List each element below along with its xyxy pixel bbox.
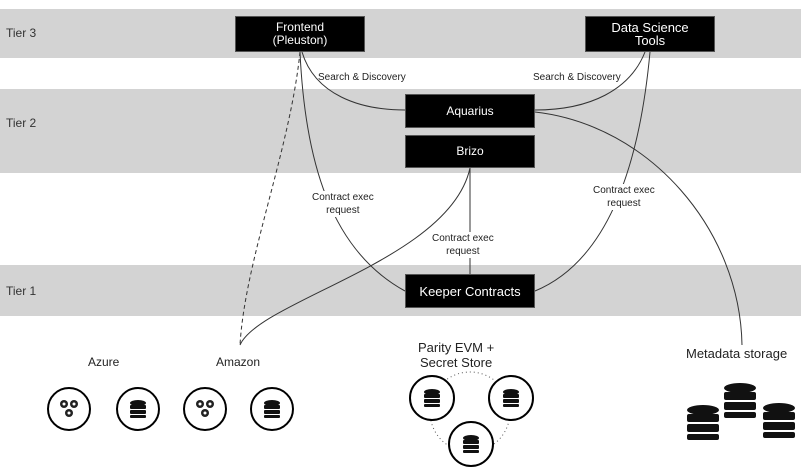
contract-exec-mid-label: Contract exec request [432,232,494,258]
metadata-storage-databases [687,383,795,440]
parity-node-left [409,375,455,421]
tier1-label: Tier 1 [6,284,37,298]
amazon-compute-node [183,387,227,431]
database-icon [424,389,440,407]
gears-icon [60,400,78,417]
tier3-label: Tier 3 [6,26,37,40]
contract-exec-left-label: Contract exec request [312,191,374,217]
amazon-storage-node [250,387,294,431]
database-icon [130,400,146,418]
edge-datascience-keeper [534,51,651,292]
database-icon [763,403,795,438]
amazon-label: Amazon [216,355,261,369]
metadata-storage-label: Metadata storage [686,346,788,361]
datascience-box: Data Science Tools [585,16,715,52]
tier2-band [0,89,801,173]
database-icon [503,389,519,407]
edge-aquarius-datascience [534,51,646,111]
tier2-label: Tier 2 [6,116,37,130]
tier1-band [0,265,801,316]
database-icon [687,405,719,440]
edge-frontend-amazon-dashed [239,51,301,346]
gears-icon [196,400,214,417]
azure-label: Azure [88,355,120,369]
parity-label: Parity EVM + Secret Store [418,340,495,370]
contract-exec-right-label: Contract exec request [593,184,655,210]
search-discovery-left-label: Search & Discovery [318,72,406,83]
frontend-box: Frontend (Pleuston) [235,16,365,52]
edge-brizo-amazon [239,167,471,346]
edge-aquarius-metadata [534,111,743,346]
azure-storage-node [116,387,160,431]
database-icon [264,400,280,418]
azure-compute-node [47,387,91,431]
parity-node-bottom [448,421,494,467]
edge-aquarius-frontend [301,51,406,111]
database-icon [463,435,479,453]
database-icon [724,383,756,418]
search-discovery-right-label: Search & Discovery [533,72,621,83]
parity-node-right [488,375,534,421]
aquarius-box: Aquarius [405,94,535,128]
keeper-contracts-box: Keeper Contracts [405,274,535,308]
brizo-box: Brizo [405,135,535,168]
